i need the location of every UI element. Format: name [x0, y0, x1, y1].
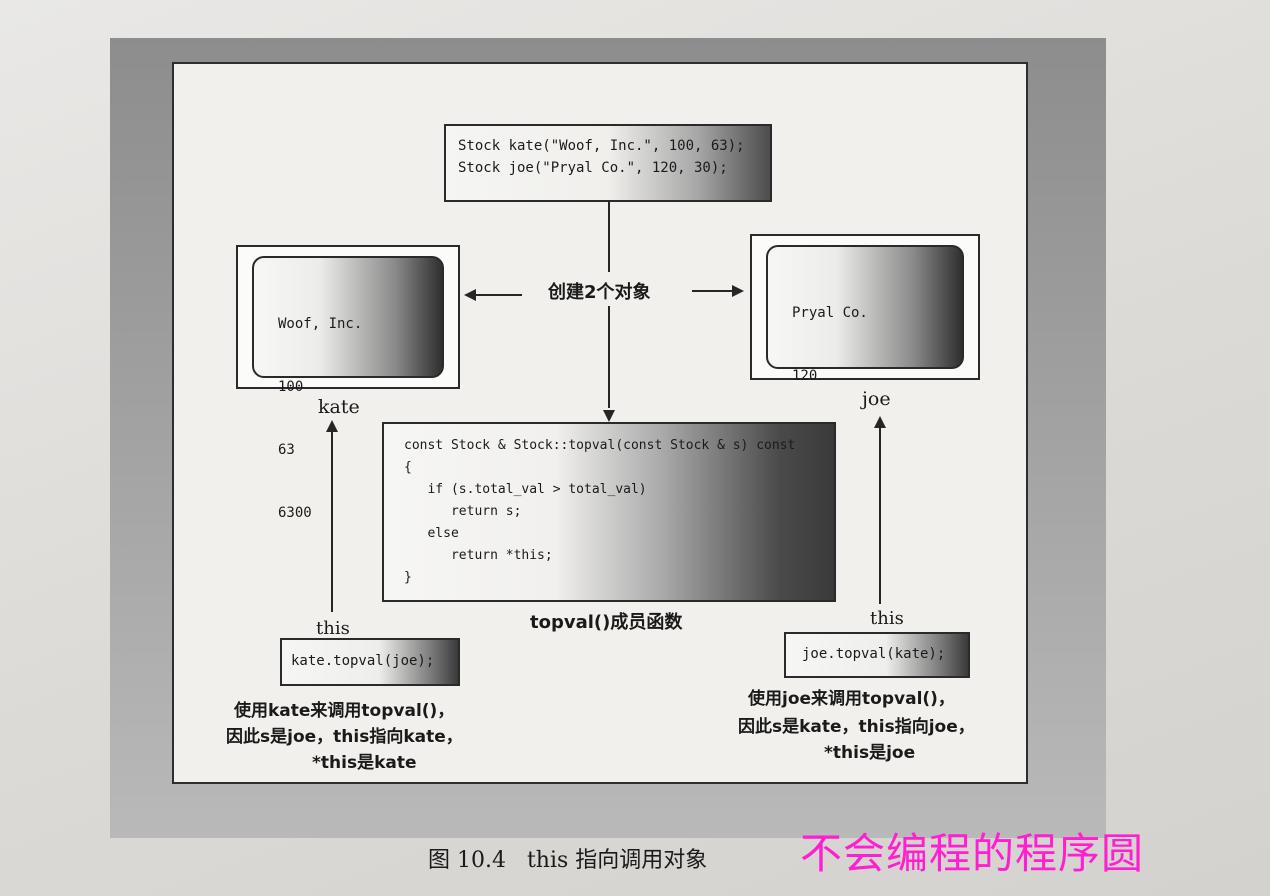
arrow-to-joe [732, 285, 744, 297]
kate-share-val: 63 [278, 442, 295, 458]
right-call-box: joe.topval(kate); [784, 632, 970, 678]
topval-function-box: const Stock & Stock::topval(const Stock … [382, 422, 836, 602]
joe-object-box: Pryal Co. 120 30 3600 [750, 234, 980, 510]
function-line-7: } [404, 570, 412, 585]
function-line-4: return s; [404, 504, 522, 519]
arrow-left-line [476, 294, 522, 296]
arrow-to-kate [464, 289, 476, 301]
declaration-code-box: Stock kate("Woof, Inc.", 100, 63); Stock… [444, 124, 772, 202]
joe-shares: 120 [792, 368, 818, 384]
figure-caption: 图 10.4 this 指向调用对象 [428, 848, 708, 873]
declaration-line-1: Stock kate("Woof, Inc.", 100, 63); [458, 138, 745, 154]
joe-label: joe [862, 388, 891, 410]
right-call-code: joe.topval(kate); [802, 646, 946, 662]
kate-shares: 100 [278, 379, 304, 395]
function-line-3: if (s.total_val > total_val) [404, 482, 647, 497]
kate-object-inner: Woof, Inc. 100 63 6300 [252, 256, 444, 521]
kate-company: Woof, Inc. [278, 316, 363, 332]
function-caption: topval()成员函数 [530, 612, 683, 633]
watermark-text: 不会编程的程序圆 [800, 829, 1145, 878]
kate-label: kate [318, 396, 360, 418]
function-line-5: else [404, 526, 459, 541]
right-this-label: this [870, 608, 904, 629]
left-this-arrow-line [331, 432, 333, 612]
right-this-arrowhead [874, 416, 886, 428]
kate-object-values: Woof, Inc. 100 63 6300 [278, 272, 362, 566]
right-desc-line-1: 使用joe来调用topval()， [748, 689, 955, 709]
declaration-line-2: Stock joe("Pryal Co.", 120, 30); [458, 160, 728, 176]
left-desc-line-1: 使用kate来调用topval()， [234, 701, 455, 721]
joe-object-inner: Pryal Co. 120 30 3600 [766, 245, 964, 510]
left-call-box: kate.topval(joe); [280, 638, 460, 686]
kate-total-val: 6300 [278, 505, 312, 521]
arrow-to-function [603, 410, 615, 422]
function-line-6: return *this; [404, 548, 553, 563]
kate-object-box: Woof, Inc. 100 63 6300 [236, 245, 460, 521]
right-this-arrow-line [879, 428, 881, 604]
arrow-right-line [692, 290, 732, 292]
left-this-arrowhead [326, 420, 338, 432]
right-desc-line-3: *this是joe [824, 743, 916, 763]
function-line-2: { [404, 460, 412, 475]
left-call-code: kate.topval(joe); [291, 653, 435, 669]
left-desc-line-2: 因此s是joe，this指向kate， [226, 727, 463, 747]
right-desc-line-2: 因此s是kate，this指向joe， [738, 717, 975, 737]
create-objects-label: 创建2个对象 [548, 282, 651, 303]
function-line-1: const Stock & Stock::topval(const Stock … [404, 438, 796, 453]
create-label-bg [538, 272, 680, 306]
left-this-label: this [316, 618, 350, 639]
joe-company: Pryal Co. [792, 305, 868, 321]
left-desc-line-3: *this是kate [312, 753, 417, 773]
